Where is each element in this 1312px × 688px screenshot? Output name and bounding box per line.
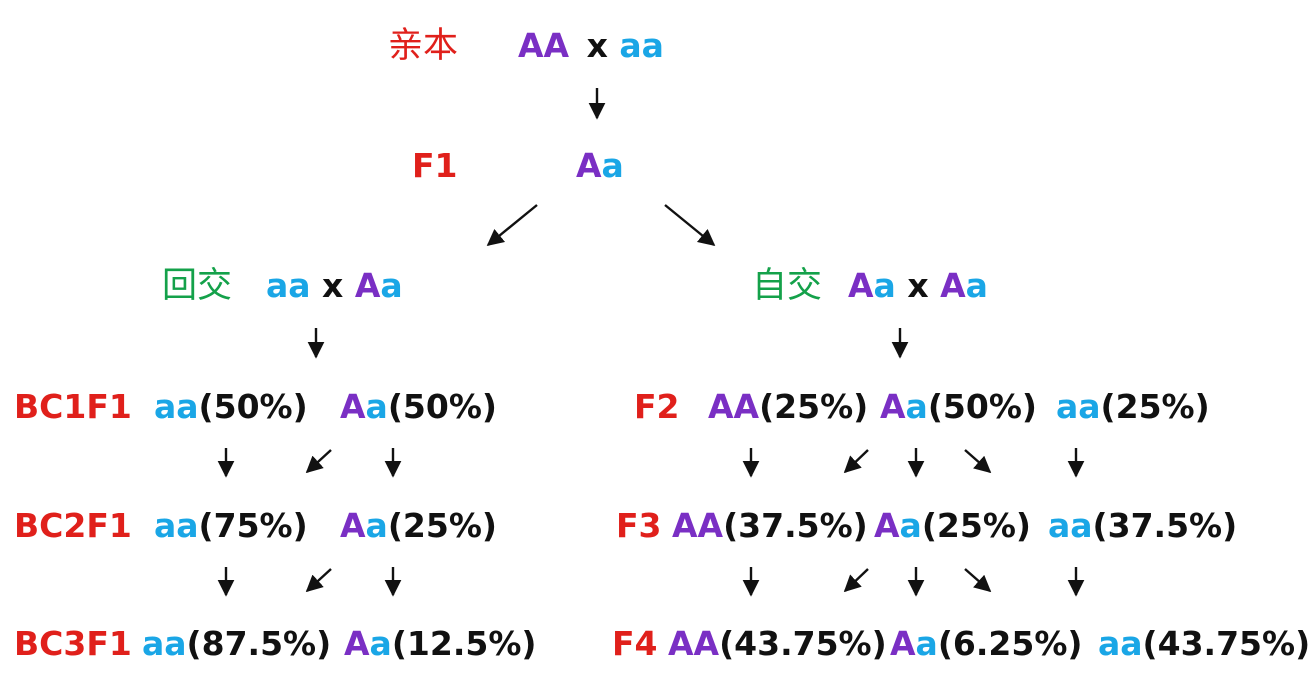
allele-recessive: a xyxy=(601,146,624,185)
percentage: (37.5%) xyxy=(723,506,868,545)
arrow-f3-Aa-right xyxy=(964,568,992,593)
f2-Aa: Aa(50%) xyxy=(880,387,1037,427)
percentage: (25%) xyxy=(921,506,1031,545)
genotype-Aa: Aa xyxy=(940,266,988,305)
arrow-f2-Aa-right xyxy=(964,449,992,474)
bc1-label: BC1F1 xyxy=(14,387,132,426)
genotype-AA: AA xyxy=(668,624,720,663)
genotype-Aa: Aa xyxy=(355,266,403,305)
f4-label: F4 xyxy=(612,624,658,663)
selfing-cross: Aa x Aa xyxy=(848,266,988,306)
genotype-AA: AA xyxy=(672,506,724,545)
percentage: (50%) xyxy=(927,387,1037,426)
parents-cross: AA x aa xyxy=(518,26,664,66)
parent-genotype-AA: AA xyxy=(518,26,570,65)
f4-AA: AA(43.75%) xyxy=(668,624,887,664)
backcross-cross: aa x Aa xyxy=(266,266,403,306)
f1-genotype: Aa xyxy=(576,146,624,186)
f2-AA: AA(25%) xyxy=(708,387,868,427)
percentage: (50%) xyxy=(387,387,497,426)
allele-dominant: A xyxy=(340,387,366,426)
arrow-f3-Aa-left xyxy=(843,568,869,593)
allele-recessive: a xyxy=(365,506,388,545)
allele-dominant: A xyxy=(576,146,602,185)
allele-recessive: a xyxy=(915,624,938,663)
cross-symbol: x xyxy=(907,266,929,305)
genotype-aa: aa xyxy=(1056,387,1101,426)
bc2-aa: aa(75%) xyxy=(154,506,308,546)
allele-dominant: A xyxy=(940,266,966,305)
allele-dominant: A xyxy=(880,387,906,426)
allele-dominant: A xyxy=(874,506,900,545)
percentage: (12.5%) xyxy=(391,624,537,663)
percentage: (37.5%) xyxy=(1092,506,1238,545)
percentage: (75%) xyxy=(198,506,308,545)
cross-symbol: x xyxy=(586,26,608,65)
genotype-aa: aa xyxy=(154,506,199,545)
bc3-Aa: Aa(12.5%) xyxy=(344,624,536,664)
f1-label: F1 xyxy=(412,146,458,185)
allele-recessive: a xyxy=(905,387,928,426)
arrow-f2-Aa-left xyxy=(843,449,869,474)
f3-label: F3 xyxy=(616,506,662,545)
allele-dominant: A xyxy=(344,624,370,663)
bc2-Aa: Aa(25%) xyxy=(340,506,497,546)
allele-recessive: a xyxy=(965,266,988,305)
allele-recessive: a xyxy=(899,506,922,545)
allele-recessive: a xyxy=(365,387,388,426)
genotype-aa: aa xyxy=(1048,506,1093,545)
percentage: (87.5%) xyxy=(186,624,332,663)
genotype-aa: aa xyxy=(154,387,199,426)
percentage: (25%) xyxy=(387,506,497,545)
percentage: (6.25%) xyxy=(937,624,1083,663)
allele-dominant: A xyxy=(354,266,381,305)
f3-AA: AA(37.5%) xyxy=(672,506,868,546)
allele-dominant: A xyxy=(340,506,366,545)
arrow-f1-to-selfing xyxy=(664,204,716,247)
f3-Aa: Aa(25%) xyxy=(874,506,1031,546)
f2-label: F2 xyxy=(634,387,680,426)
parents-label: 亲本 xyxy=(388,26,459,66)
f2-aa: aa(25%) xyxy=(1056,387,1210,427)
arrow-bc2-Aa-diag xyxy=(305,568,332,593)
genotype-aa: aa xyxy=(1098,624,1143,663)
percentage: (25%) xyxy=(1100,387,1210,426)
allele-recessive: a xyxy=(380,266,403,305)
selfing-label: 自交 xyxy=(752,266,823,306)
bc1-Aa: Aa(50%) xyxy=(340,387,497,427)
allele-recessive: a xyxy=(369,624,392,663)
genotype-Aa: Aa xyxy=(848,266,896,305)
allele-recessive: a xyxy=(873,266,896,305)
f4-aa: aa(43.75%) xyxy=(1098,624,1310,664)
cross-symbol: x xyxy=(322,266,344,305)
percentage: (50%) xyxy=(198,387,308,426)
genotype-AA: AA xyxy=(708,387,760,426)
genotype-aa: aa xyxy=(142,624,187,663)
bc1-aa: aa(50%) xyxy=(154,387,308,427)
f4-Aa: Aa(6.25%) xyxy=(890,624,1082,664)
bc3-aa: aa(87.5%) xyxy=(142,624,331,664)
genotype-aa: aa xyxy=(266,266,311,305)
bc2-label: BC2F1 xyxy=(14,506,132,545)
parent-genotype-aa: aa xyxy=(619,26,664,65)
allele-dominant: A xyxy=(848,266,874,305)
allele-dominant: A xyxy=(890,624,916,663)
f3-aa: aa(37.5%) xyxy=(1048,506,1237,546)
percentage: (43.75%) xyxy=(1142,624,1311,663)
percentage: (25%) xyxy=(759,387,869,426)
percentage: (43.75%) xyxy=(719,624,887,663)
arrow-f1-to-backcross xyxy=(486,204,538,247)
arrow-bc1-Aa-diag xyxy=(305,449,332,474)
backcross-label: 回交 xyxy=(162,266,233,306)
bc3-label: BC3F1 xyxy=(14,624,132,663)
